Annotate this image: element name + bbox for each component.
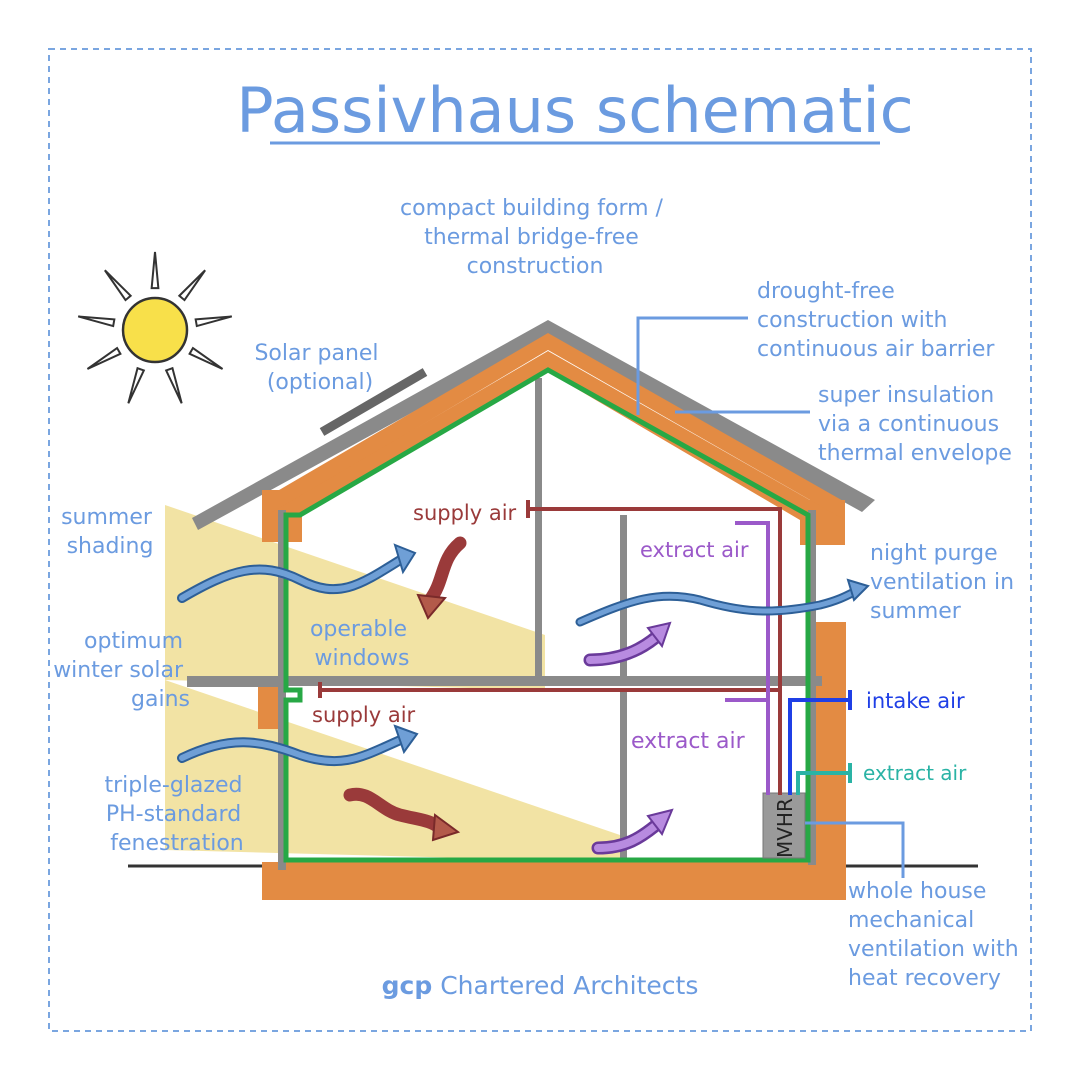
structure-walls bbox=[187, 378, 822, 870]
extract-air-upper-label: extract air bbox=[640, 538, 749, 562]
supply-air-upper-label: supply air bbox=[413, 501, 517, 525]
solar-panel bbox=[319, 368, 428, 436]
supply-ducts bbox=[318, 500, 782, 795]
sun-icon bbox=[77, 251, 233, 404]
drought-free-label: drought-free construction with continuou… bbox=[757, 279, 995, 362]
extract-air-lower-label: extract air bbox=[631, 729, 746, 754]
supply-air-lower-label: supply air bbox=[312, 703, 416, 727]
airflow-arrows bbox=[177, 543, 870, 767]
roof-slate bbox=[192, 320, 875, 530]
intake-duct bbox=[788, 690, 852, 795]
whole-house-label: whole house mechanical ventilation with … bbox=[848, 879, 1026, 991]
mvhr-unit bbox=[762, 792, 806, 859]
extract-flow-arrows bbox=[583, 621, 674, 855]
compact-form-label: compact building form / thermal bridge-f… bbox=[400, 196, 670, 279]
drought-leader bbox=[636, 316, 748, 415]
supply-flow-arrows bbox=[343, 536, 467, 842]
night-purge-label: night purge ventilation in summer bbox=[870, 541, 1021, 624]
summer-shading-label: summer shading bbox=[61, 505, 159, 559]
glazing-label: triple-glazed PH-standard fenestration bbox=[105, 773, 250, 856]
dashed-frame bbox=[48, 48, 1032, 1032]
super-insulation-label: super insulation via a continuous therma… bbox=[818, 383, 1012, 466]
mvhr-leader bbox=[805, 821, 905, 878]
mvhr-label: MVHR bbox=[773, 798, 797, 858]
operable-windows-label: operable windows bbox=[310, 617, 414, 671]
extract-out-duct bbox=[796, 763, 852, 795]
extract-ducts bbox=[725, 521, 770, 795]
summer-sun-beam bbox=[165, 505, 545, 690]
intake-air-label: intake air bbox=[866, 689, 965, 713]
solar-panel-label: Solar panel (optional) bbox=[254, 341, 385, 395]
air-barrier bbox=[283, 367, 811, 863]
page-title: Passivhaus schematic bbox=[236, 74, 914, 147]
winter-gains-label: optimum winter solar gains bbox=[53, 629, 190, 712]
extract-air-out-label: extract air bbox=[863, 761, 967, 785]
footer-credit: gcp Chartered Architects bbox=[382, 971, 699, 1000]
